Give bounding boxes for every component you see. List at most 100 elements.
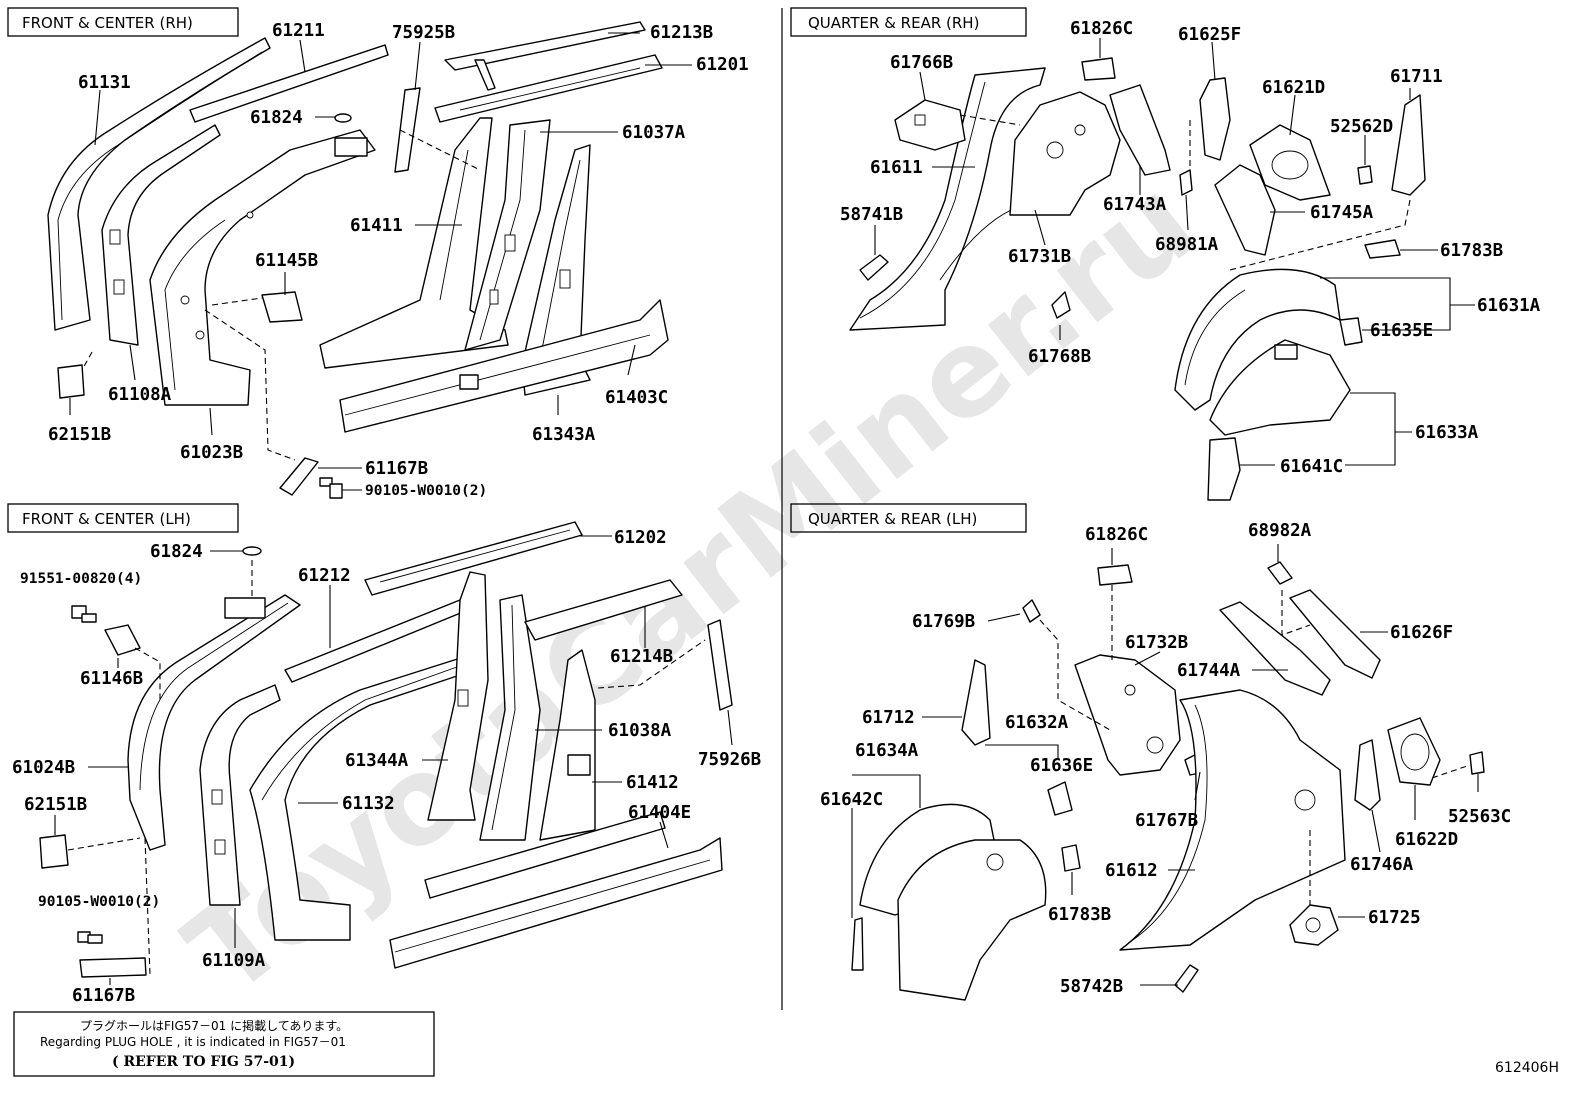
part-number-label: 68981A [1155, 235, 1219, 255]
part-number-label: 61768B [1028, 347, 1091, 367]
quarter-rh-labels: 61826C 61625F 61766B 61621D 61711 52562D… [840, 19, 1541, 477]
part-68981A-shape [1179, 169, 1193, 196]
part-number-label: 61769B [912, 612, 975, 632]
part-number-label: 61167B [72, 986, 135, 1006]
part-61213B-shape [444, 21, 646, 71]
part-68982A-shape [1267, 561, 1293, 585]
part-number-label: 62151B [48, 425, 111, 445]
part-58741B-shape [859, 254, 889, 281]
part-number-label: 61201 [696, 55, 749, 75]
part-number-label: 61626F [1390, 623, 1453, 643]
part-number-label: 61625F [1178, 25, 1241, 45]
svg-text:QUARTER & REAR (LH): QUARTER & REAR (LH) [808, 510, 977, 528]
part-61632A-shape [897, 839, 1047, 1001]
part-number-label: 58742B [1060, 977, 1123, 997]
part-61403C-shape [339, 299, 669, 433]
part-61633A-shape [1209, 339, 1351, 436]
part-number-label: 61131 [78, 73, 131, 93]
part-61745A-shape [1214, 164, 1276, 256]
svg-text:FRONT & CENTER (LH): FRONT & CENTER (LH) [22, 510, 191, 528]
part-number-label: 61146B [80, 669, 143, 689]
part-61412-shape [539, 649, 596, 841]
part-number-label: 61214B [610, 647, 673, 667]
part-number-label: 61404E [628, 803, 691, 823]
part-number-label: 61824 [150, 542, 203, 562]
part-number-label: 61725 [1368, 908, 1421, 928]
part-61824-lh-shape [242, 546, 262, 556]
part-61743A-shape [1109, 84, 1171, 176]
part-number-label: 61745A [1310, 203, 1374, 223]
part-61167B-lh-shape [79, 957, 147, 978]
part-61769B-shape [1022, 599, 1041, 623]
part-number-label: 61826C [1085, 525, 1148, 545]
part-52563C-shape [1469, 751, 1485, 775]
part-number-label: 61711 [1390, 67, 1443, 87]
part-52562D-shape [1357, 165, 1373, 185]
watermark: ToyotaCarMiner.ru [162, 153, 1221, 1023]
part-number-label: 61635E [1370, 321, 1433, 341]
part-number-label: 61109A [202, 951, 266, 971]
part-61024B-shape [127, 594, 301, 851]
part-61636E-shape [1047, 781, 1073, 816]
front-rh-illustration [47, 21, 669, 499]
part-number-label: 61731B [1008, 247, 1071, 267]
part-number-label: 90105-W0010(2) [38, 894, 160, 910]
part-number-label: 61612 [1105, 861, 1158, 881]
section-header-quarter-lh: QUARTER & REAR (LH) [790, 503, 1027, 533]
part-61612-shape [1119, 689, 1346, 951]
part-number-label: 52563C [1448, 807, 1511, 827]
part-61766B-shape [894, 99, 966, 151]
part-number-label: 61145B [255, 251, 318, 271]
part-number-label: 61743A [1103, 195, 1167, 215]
part-58742B-shape [1174, 964, 1199, 993]
part-number-label: 61202 [614, 528, 667, 548]
part-61343A-shape [521, 144, 591, 396]
quarter-lh-labels: 61826C 68982A 61769B 61732B 61626F 61744… [820, 521, 1511, 997]
part-61746A-shape [1354, 739, 1381, 811]
part-number-label: 61403C [605, 388, 668, 408]
part-61108A-shape [101, 124, 221, 346]
part-61744A-shape [1219, 601, 1331, 696]
part-61631A-shape [1174, 268, 1341, 411]
part-number-label: 61622D [1395, 830, 1458, 850]
svg-text:QUARTER & REAR (RH): QUARTER & REAR (RH) [808, 14, 979, 32]
part-61824-shape [334, 113, 352, 123]
illustration-id: 612406H [1495, 1060, 1559, 1076]
part-number-label: 61746A [1350, 855, 1414, 875]
part-number-label: 58741B [840, 205, 903, 225]
part-61711-shape [1391, 94, 1426, 196]
part-number-label: 61633A [1415, 423, 1479, 443]
part-61214B-shape [524, 579, 683, 641]
part-number-label: 61412 [626, 773, 679, 793]
part-61201-shape [434, 54, 663, 123]
part-61131-shape [47, 37, 271, 331]
front-rh-labels: 61131 61211 75925B 61213B 61201 61824 61… [48, 21, 749, 499]
part-number-label: 61712 [862, 708, 915, 728]
part-61783B-rh-shape [1364, 239, 1401, 259]
part-number-label: 91551-00820(4) [20, 571, 142, 587]
part-61626F-shape [1289, 589, 1381, 679]
front-lh-illustration [39, 521, 733, 978]
part-number-label: 75926B [698, 750, 761, 770]
part-number-label: 61636E [1030, 756, 1093, 776]
front-lh-labels: 61202 61824 91551-00820(4) 61212 61214B … [12, 528, 761, 1006]
part-number-label: 61343A [532, 425, 596, 445]
part-61642C-shape [851, 917, 864, 971]
part-number-label: 61213B [650, 23, 713, 43]
part-75926B-shape [707, 619, 733, 711]
part-number-label: 61744A [1177, 661, 1241, 681]
part-number-label: 61632A [1005, 713, 1069, 733]
part-number-label: 68982A [1248, 521, 1312, 541]
part-61611-shape [849, 67, 1046, 331]
part-61211-shape [189, 44, 389, 123]
part-number-label: 61621D [1262, 78, 1325, 98]
part-number-label: 61037A [622, 123, 686, 143]
quarter-lh-illustration [851, 561, 1485, 1001]
quarter-rh-illustration [849, 57, 1426, 501]
part-61731B-shape [1009, 91, 1121, 216]
part-number-label: 61783B [1440, 241, 1503, 261]
part-number-label: 61611 [870, 158, 923, 178]
part-62151B-lh-shape [39, 834, 69, 869]
part-61145B-shape [261, 291, 303, 323]
